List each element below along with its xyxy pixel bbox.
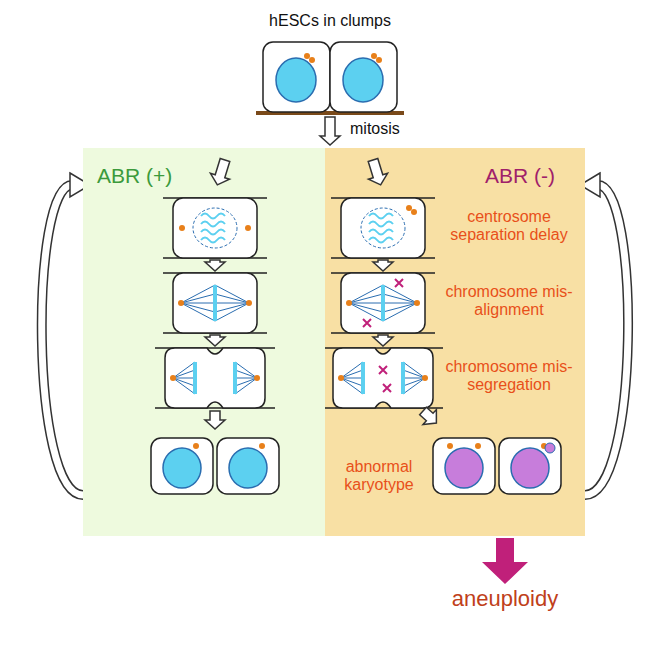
top-label: hESCs in clumps	[230, 12, 430, 30]
defect-label: chromosome mis-alignment	[433, 283, 585, 320]
normal-panel: ABR (+)	[83, 148, 325, 536]
defect-label: abnormal karyotype	[329, 458, 429, 495]
outcome-label: aneuploidy	[410, 586, 600, 611]
panel-heading: ABR (-)	[485, 164, 581, 188]
step-label: mitosis	[350, 120, 440, 138]
defect-label: chromosome mis-segregation	[433, 358, 585, 395]
defect-label: centrosome separation delay	[433, 208, 585, 245]
abnormal-panel: ABR (-) centrosome separation delay chromo…	[325, 148, 585, 536]
panel-heading: ABR (+)	[97, 164, 217, 188]
cell-illustration	[83, 148, 325, 536]
